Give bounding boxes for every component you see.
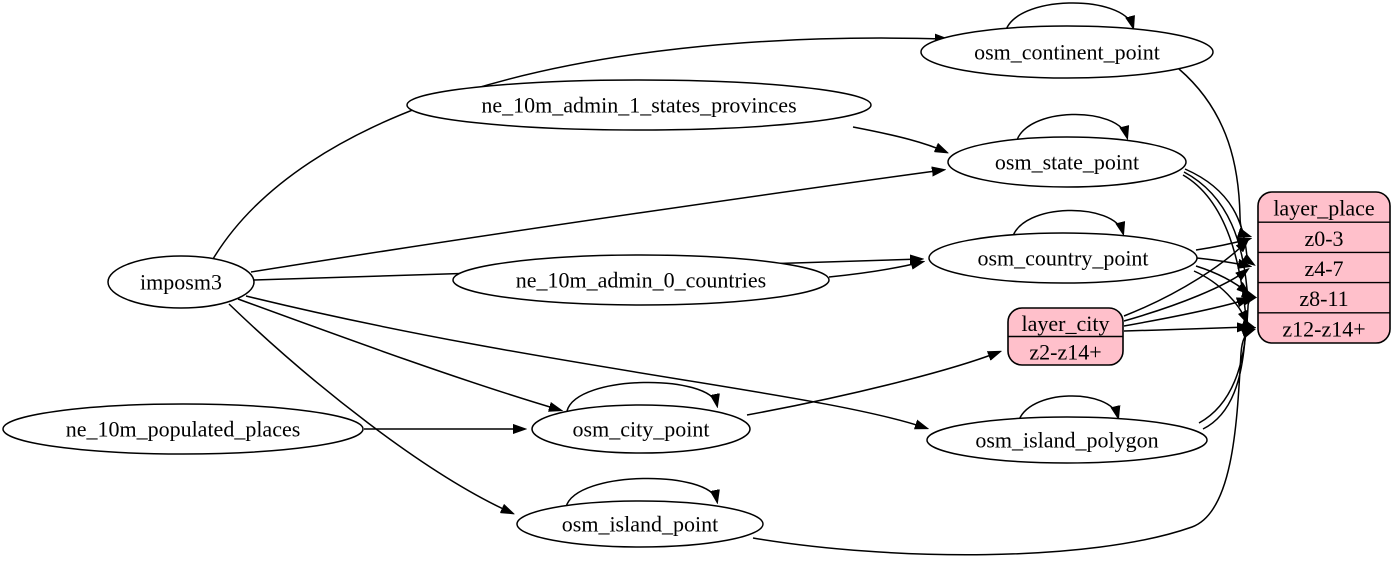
node-label-osm_country_point: osm_country_point <box>977 246 1148 271</box>
node-ne_10m_populated_places: ne_10m_populated_places <box>2 403 364 455</box>
node-shape-imposm3 <box>107 255 255 309</box>
edge-layer_city-to-layer_place:z0-3 <box>1123 241 1247 317</box>
edge-imposm3-to-osm_island_polygon <box>245 295 926 428</box>
edge-imposm3-to-osm_state_point <box>250 170 943 273</box>
node-shape-osm_city_point <box>531 404 751 454</box>
record-row-layer_city-1: z2-z14+ <box>1029 339 1101 364</box>
edge-osm_island_point-to-osm_island_point <box>565 477 717 508</box>
edge-osm_state_point-to-layer_place:z12-z14+ <box>1182 174 1253 327</box>
edge-ne_10m_admin_1_states_provinces-to-osm_state_point <box>852 126 946 152</box>
edge-imposm3-to-osm_continent_point <box>212 38 946 260</box>
node-label-osm_island_point: osm_island_point <box>562 512 718 537</box>
record-layer_city: layer_city z2-z14+ <box>1007 307 1124 366</box>
record-row-layer_place-4: z12-z14+ <box>1282 316 1365 341</box>
edge-layer_city-to-layer_place:z8-11 <box>1123 299 1248 327</box>
edge-osm_country_point-to-osm_country_point <box>1011 209 1123 240</box>
edge-layer_city-to-layer_place:z4-7 <box>1123 270 1247 322</box>
edge-osm_island_polygon-to-layer_place:z8-11 <box>1198 298 1254 424</box>
edge-osm_continent_point-to-osm_continent_point <box>1004 2 1133 34</box>
edge-osm_island_polygon-to-osm_island_polygon <box>1017 395 1118 424</box>
record-row-layer_place-1: z0-3 <box>1304 226 1343 251</box>
edge-imposm3-to-osm_island_point <box>228 303 512 513</box>
node-label-imposm3: imposm3 <box>140 270 222 295</box>
node-shape-ne_10m_admin_0_countries <box>452 254 830 306</box>
node-osm_island_point: osm_island_point <box>516 500 764 548</box>
node-shape-osm_island_point <box>516 500 764 548</box>
record-row-layer_place-0: layer_place <box>1273 196 1374 221</box>
node-label-osm_city_point: osm_city_point <box>573 417 710 442</box>
node-shape-osm_continent_point <box>920 25 1214 79</box>
node-osm_island_polygon: osm_island_polygon <box>926 416 1208 464</box>
node-label-osm_continent_point: osm_continent_point <box>974 40 1160 65</box>
edge-osm_country_point-to-layer_place:z12-z14+ <box>1193 270 1247 322</box>
node-imposm3: imposm3 <box>107 255 255 309</box>
edge-osm_city_point-to-layer_city:z2-z14+ <box>746 352 999 416</box>
edge-ne_10m_admin_0_countries-to-osm_country_point <box>828 262 922 278</box>
node-shape-ne_10m_populated_places <box>2 403 364 455</box>
edge-osm_island_point-to-layer_place:z12-z14+ <box>752 330 1253 556</box>
edge-imposm3-to-osm_city_point <box>237 298 560 410</box>
record-layer_place: layer_place z0-3 z4-7 z8-11 z12-z14+ <box>1257 191 1391 344</box>
record-shape-layer_place <box>1257 191 1391 344</box>
node-label-ne_10m_admin_1_states_provinces: ne_10m_admin_1_states_provinces <box>481 93 796 118</box>
node-osm_continent_point: osm_continent_point <box>920 25 1214 79</box>
node-shape-osm_country_point <box>928 232 1198 284</box>
edge-osm_country_point-to-layer_place:z8-11 <box>1195 265 1248 293</box>
node-osm_country_point: osm_country_point <box>928 232 1198 284</box>
node-shape-ne_10m_admin_1_states_provinces <box>406 79 872 131</box>
node-osm_state_point: osm_state_point <box>947 136 1187 188</box>
edge-osm_island_polygon-to-layer_place:z12-z14+ <box>1202 328 1253 430</box>
nodes-layer: imposm3 ne_10m_admin_1_states_provincesne… <box>2 25 1391 548</box>
node-ne_10m_admin_0_countries: ne_10m_admin_0_countries <box>452 254 830 306</box>
record-row-layer_place-3: z8-11 <box>1299 286 1348 311</box>
node-label-osm_state_point: osm_state_point <box>995 150 1139 175</box>
edge-layer_city-to-layer_place:z12-z14+ <box>1123 327 1248 331</box>
edges-layer <box>212 2 1254 556</box>
node-osm_city_point: osm_city_point <box>531 404 751 454</box>
record-row-layer_place-2: z4-7 <box>1304 256 1343 281</box>
record-row-layer_city-0: layer_city <box>1022 311 1110 336</box>
node-ne_10m_admin_1_states_provinces: ne_10m_admin_1_states_provinces <box>406 79 872 131</box>
node-shape-osm_island_polygon <box>926 416 1208 464</box>
edge-osm_continent_point-to-layer_place:z0-3 <box>1178 68 1249 236</box>
node-label-ne_10m_admin_0_countries: ne_10m_admin_0_countries <box>516 268 767 293</box>
edge-osm_country_point-to-layer_place:z0-3 <box>1195 239 1249 251</box>
edge-osm_city_point-to-osm_city_point <box>566 381 717 412</box>
node-label-ne_10m_populated_places: ne_10m_populated_places <box>66 417 301 442</box>
edge-osm_state_point-to-osm_state_point <box>1015 113 1127 144</box>
node-label-osm_island_polygon: osm_island_polygon <box>975 428 1158 453</box>
node-shape-osm_state_point <box>947 136 1187 188</box>
